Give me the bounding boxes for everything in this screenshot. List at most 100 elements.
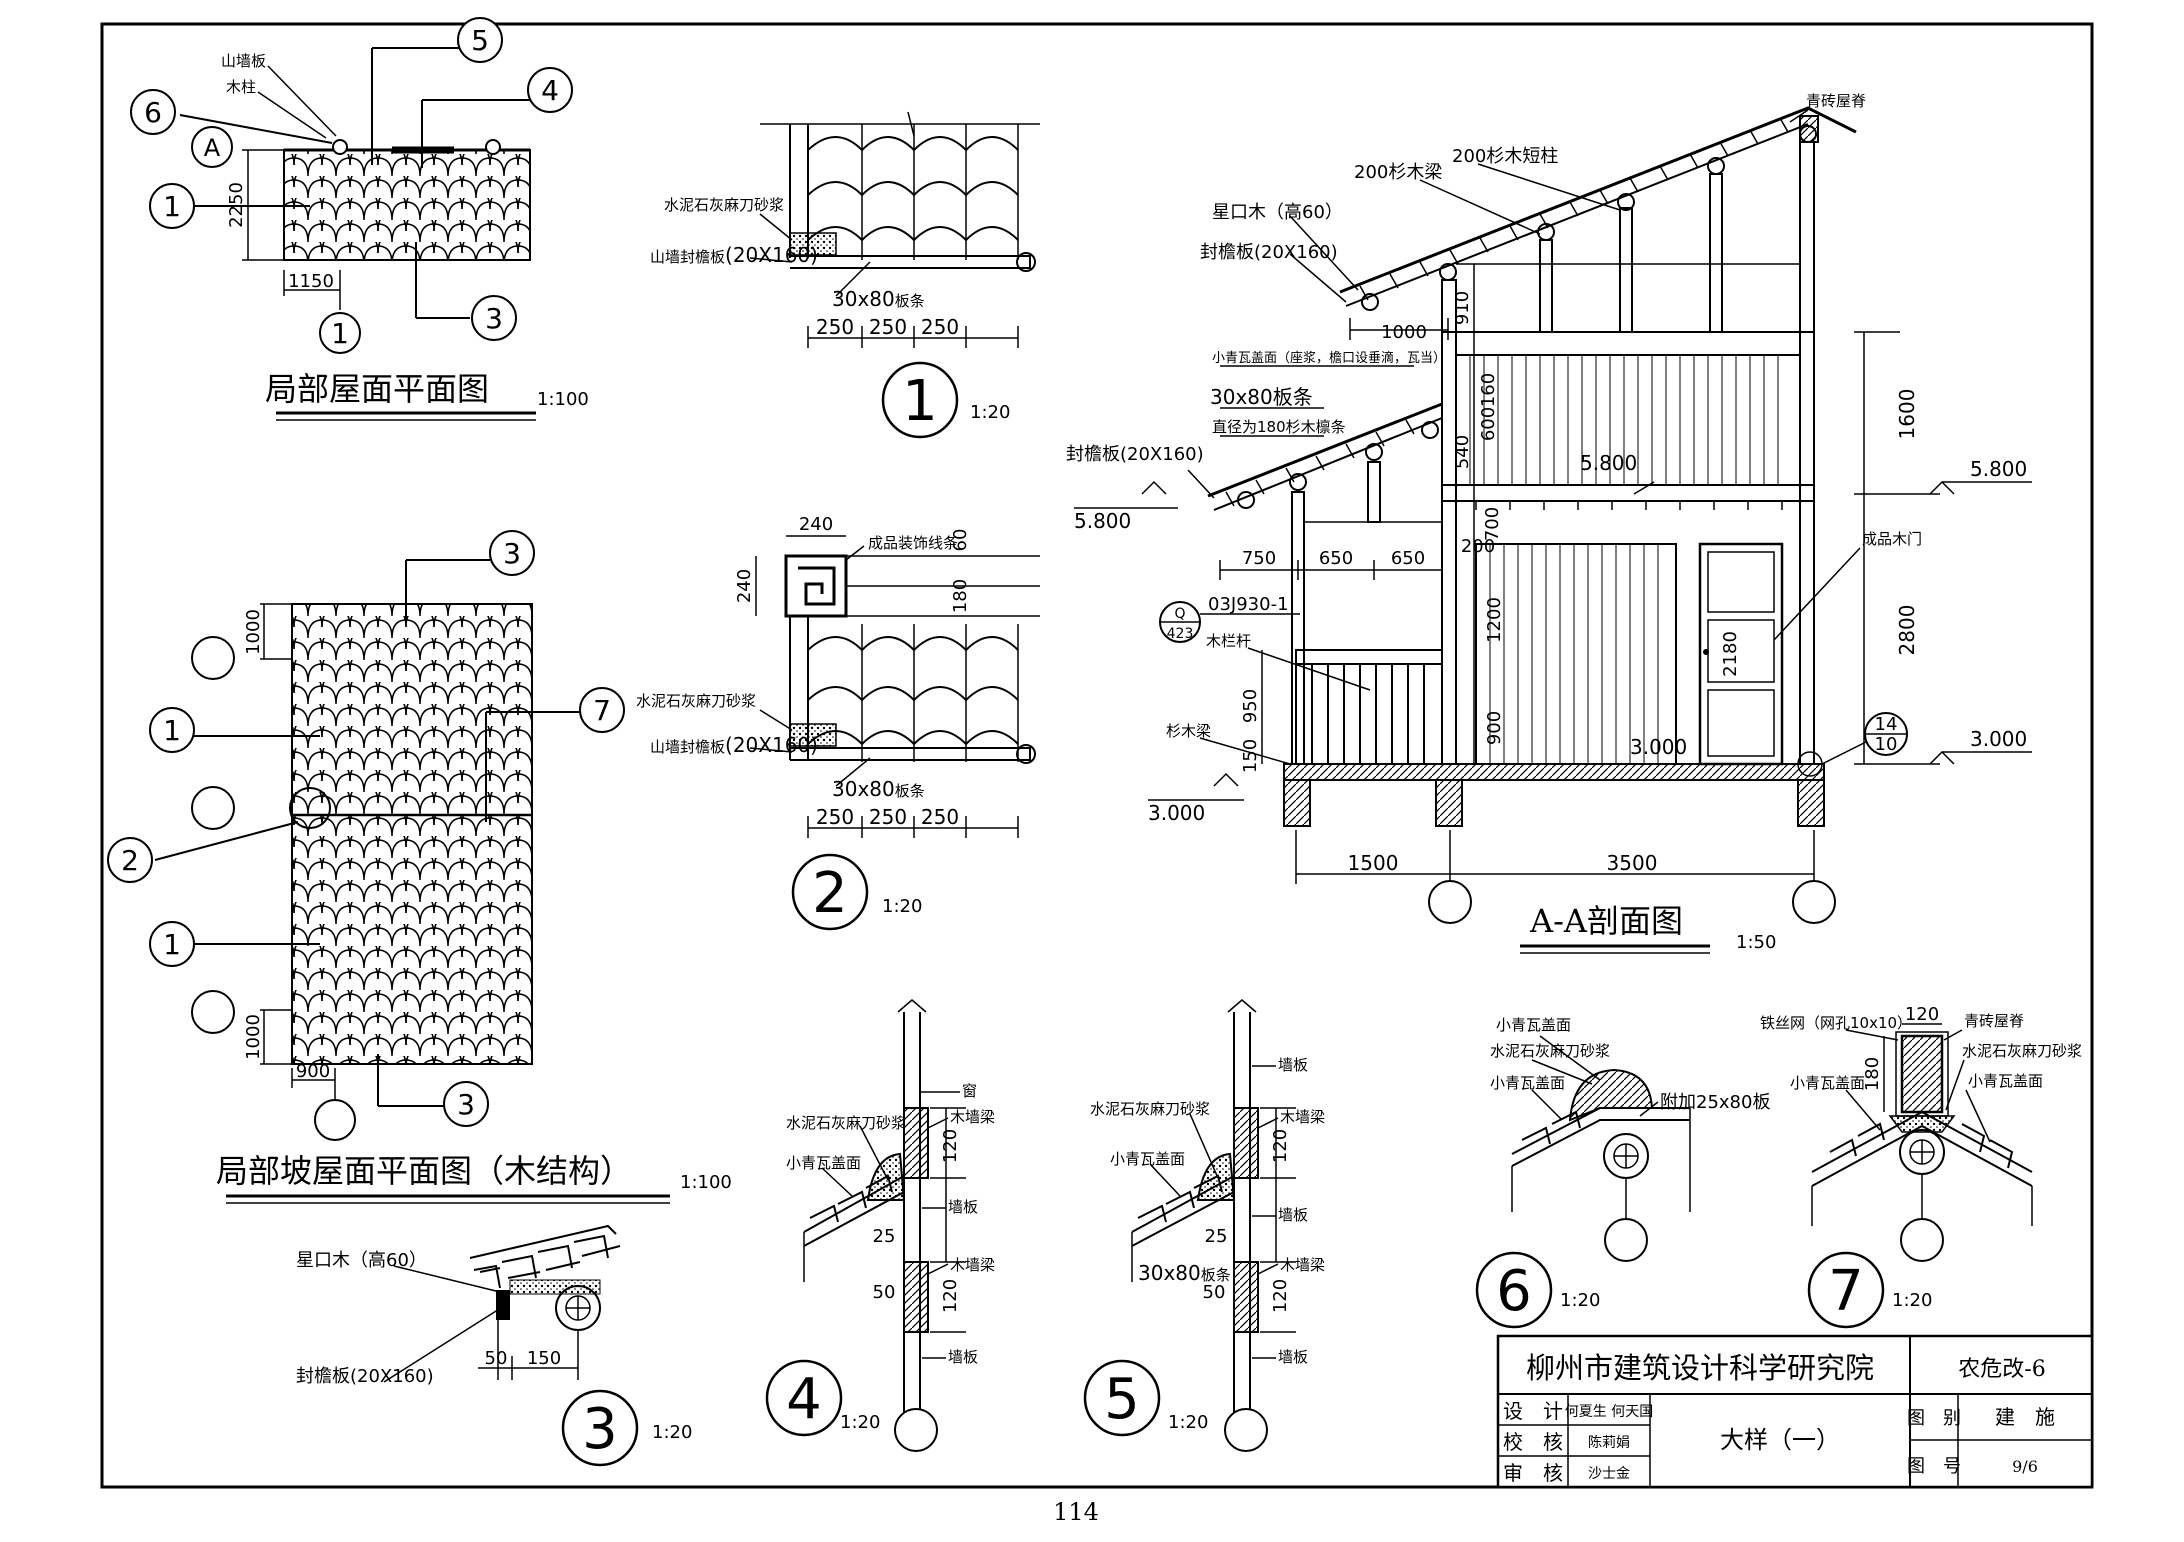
slope-roof-plan: 1000 1000 900 3 1 7 2 1 3 局部坡屋面平面图（木结构） … <box>107 530 732 1204</box>
section-dim-1600: 1600 <box>1895 389 1919 440</box>
d2-dim-w240: 240 <box>799 514 833 535</box>
tb-drawing-name: 大样（一） <box>1720 1426 1840 1454</box>
d3-label-fascia: 封檐板(20X160) <box>296 1366 434 1387</box>
title-block: 柳州市建筑设计科学研究院 农危改-6 设 计 何夏生 何天国 校 核 陈莉娟 审… <box>1496 1334 2094 1489</box>
section-floor-slab <box>1283 763 1825 781</box>
section-dim-540: 540 <box>1452 435 1473 469</box>
section-dim-2180: 2180 <box>1720 631 1741 677</box>
svg-text:5: 5 <box>471 24 489 57</box>
axis-1-marker: 1 <box>319 312 361 354</box>
d2-dim-b3: 250 <box>921 805 959 829</box>
d7-label-tile-left: 小青瓦盖面 <box>1790 1074 1865 1092</box>
svg-text:5: 5 <box>1104 1367 1140 1432</box>
axis-a-marker: A <box>191 126 233 168</box>
section-detail-ref: Q 423 <box>1159 601 1201 643</box>
d3-fascia <box>496 1290 510 1320</box>
svg-text:3: 3 <box>457 1088 475 1121</box>
d4-label-tile: 小青瓦盖面 <box>786 1154 861 1172</box>
section-level-580-mid: 5.800 <box>1580 451 1637 475</box>
section-dim-750: 750 <box>1242 548 1276 569</box>
detail-2-number: 2 <box>791 853 869 931</box>
svg-text:1: 1 <box>163 714 181 747</box>
section-dim-150: 150 <box>1240 739 1261 773</box>
d7-scale: 1:20 <box>1892 1290 1932 1311</box>
d6-axis-circle <box>1604 1218 1648 1262</box>
tb-role-design: 设 计 <box>1503 1399 1563 1423</box>
d4-axis-circle <box>894 1408 938 1452</box>
d6-label-mortar: 水泥石灰麻刀砂浆 <box>1490 1042 1610 1060</box>
section-label-rafter: 30x80板条 <box>1210 385 1313 409</box>
d1-dim-1: 250 <box>816 315 854 339</box>
d7-axis-circle <box>1900 1218 1944 1262</box>
section-dim-1000: 1000 <box>1381 322 1427 343</box>
section-dim-3500: 3500 <box>1607 851 1658 875</box>
d5-beam1 <box>1233 1107 1259 1179</box>
d5-label-mortar: 水泥石灰麻刀砂浆 <box>1090 1100 1210 1118</box>
d2-dim-b1: 250 <box>816 805 854 829</box>
section-upper-roof-tiles <box>1359 117 1789 301</box>
section-foundation-right <box>1797 779 1825 827</box>
plan2-title: 局部坡屋面平面图（木结构） <box>216 1152 632 1190</box>
detail-5: 120 120 25 50 墙板 水泥石灰麻刀砂浆 木墙梁 小青瓦盖面 墙板 3… <box>1083 999 1325 1452</box>
d3-scale: 1:20 <box>652 1422 692 1443</box>
section-label-fir-beam: 杉木梁 <box>1166 722 1211 740</box>
svg-text:A: A <box>204 134 221 162</box>
marker-1-upper: 1 <box>149 707 195 753</box>
d4-label-beam1: 木墙梁 <box>950 1108 995 1126</box>
d6-label-tile-top: 小青瓦盖面 <box>1496 1016 1571 1034</box>
d2-label-ornament: 成品装饰线条 <box>868 534 958 552</box>
d2-dim-60: 60 <box>950 529 971 552</box>
detail-4-number: 4 <box>765 1359 843 1437</box>
svg-text:Q: Q <box>1174 606 1185 622</box>
section-dim-650b: 650 <box>1391 548 1425 569</box>
d4-beam1 <box>903 1107 929 1179</box>
marker-7: 7 <box>579 687 625 733</box>
d5-dim-120a: 120 <box>1270 1129 1291 1163</box>
d7-dim-180: 180 <box>1862 1057 1883 1091</box>
section-label-fascia-top: 封檐板(20X160) <box>1200 242 1338 263</box>
detail-3-number: 3 <box>561 1389 639 1467</box>
svg-text:7: 7 <box>593 694 611 727</box>
section-label-tile-note: 小青瓦盖面（座浆，檐口设垂滴，瓦当） <box>1212 350 1446 366</box>
plan2-axis-circle-3 <box>191 990 235 1034</box>
d4-beam2 <box>903 1261 929 1333</box>
section-label-purlin: 直径为180杉木檩条 <box>1212 418 1346 436</box>
plan1-title: 局部屋面平面图 <box>265 370 489 408</box>
detail-5-number: 5 <box>1083 1359 1161 1437</box>
marker-5: 5 <box>457 17 503 63</box>
tb-names-design: 何夏生 何天国 <box>1565 1404 1653 1420</box>
section-level-300-right: 3.000 <box>1970 727 2027 751</box>
marker-3: 3 <box>471 295 517 341</box>
d7-label-tile-right: 小青瓦盖面 <box>1968 1072 2043 1090</box>
d2-scale: 1:20 <box>882 896 922 917</box>
d6-scale: 1:20 <box>1560 1290 1600 1311</box>
section-post-right <box>1799 141 1815 765</box>
svg-text:10: 10 <box>1875 734 1898 755</box>
svg-text:1: 1 <box>163 928 181 961</box>
d6-label-tile-low: 小青瓦盖面 <box>1490 1074 1565 1092</box>
section-label-door: 成品木门 <box>1862 530 1922 548</box>
d7-label-mortar: 水泥石灰麻刀砂浆 <box>1962 1042 2082 1060</box>
section-title: A-A剖面图 <box>1529 902 1683 940</box>
svg-text:3: 3 <box>485 302 503 335</box>
section-upper-wall-boards <box>1469 355 1779 485</box>
sheet-border <box>100 22 2094 1489</box>
d7-label-ridge: 青砖屋脊 <box>1964 1012 2024 1030</box>
d5-label-beam2: 木墙梁 <box>1280 1256 1325 1274</box>
section-level-300-left: 3.000 <box>1148 801 1205 825</box>
section-level-300-mid: 3.000 <box>1630 735 1687 759</box>
plan2-dim-900: 900 <box>296 1061 330 1082</box>
section-dim-200: 200 <box>1461 536 1495 557</box>
tb-names-check: 陈莉娟 <box>1588 1434 1630 1451</box>
d2-label-board: 山墙封檐板(20X160) <box>650 733 818 757</box>
section-axis-circle-left <box>1428 880 1472 924</box>
svg-text:2: 2 <box>812 861 848 926</box>
marker-1-lower: 1 <box>149 921 195 967</box>
section-dim-160: 160 <box>1478 373 1499 407</box>
plan2-scale: 1:100 <box>680 1172 732 1193</box>
marker-1: 1 <box>149 183 195 229</box>
section-label-fascia-low: 封檐板(20X160) <box>1066 444 1204 465</box>
svg-text:14: 14 <box>1875 714 1898 735</box>
d4-dim-120b: 120 <box>940 1279 961 1313</box>
tb-category-label: 图 别 <box>1907 1408 1961 1429</box>
